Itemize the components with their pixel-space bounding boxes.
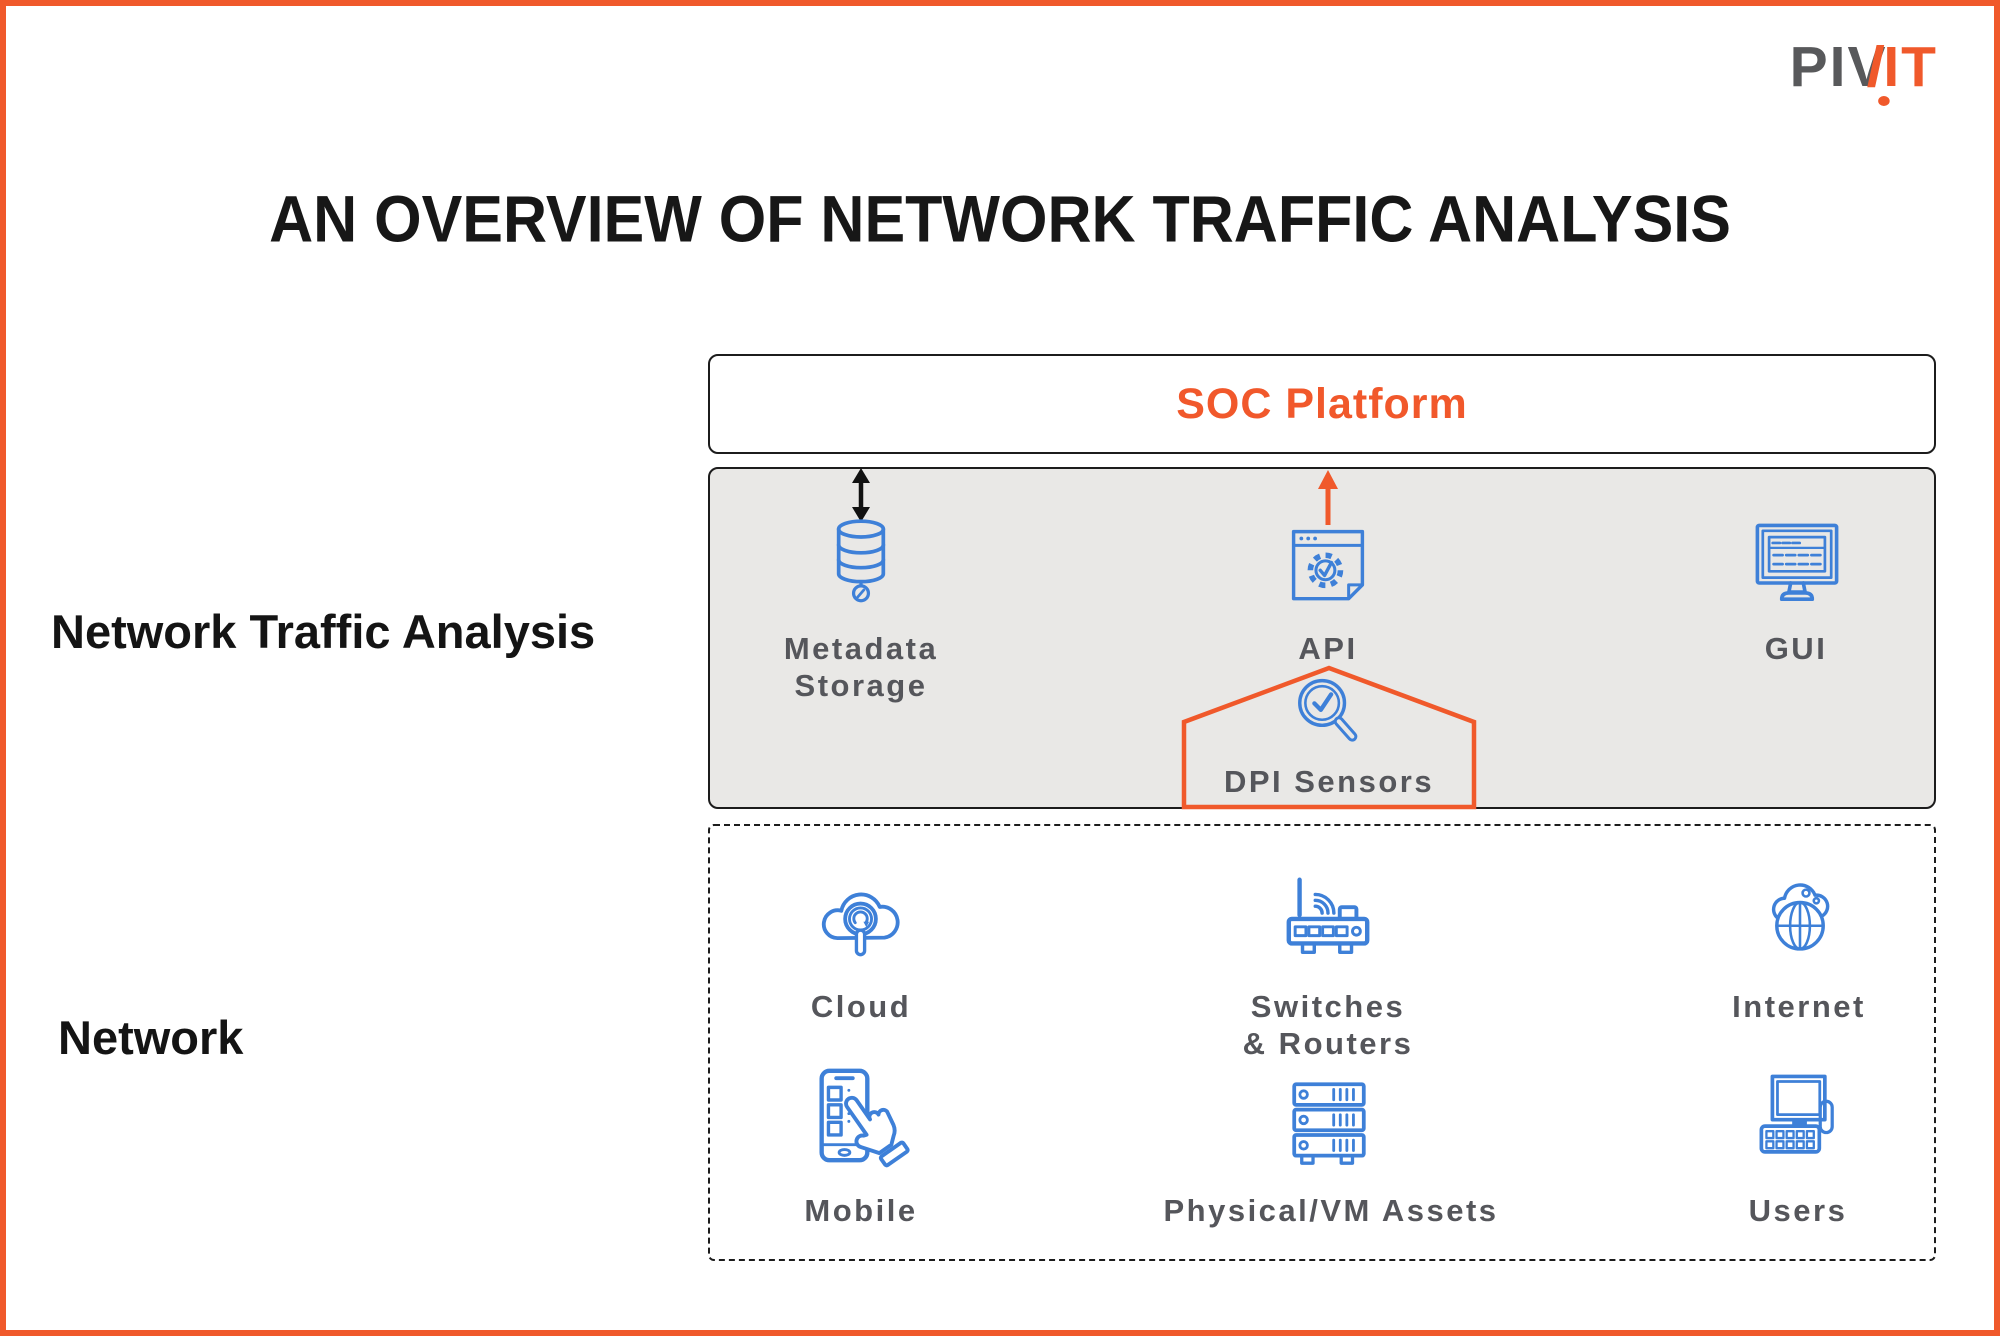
switches-routers-label: Switches & Routers (1242, 989, 1414, 1061)
api-label: API (1298, 631, 1358, 666)
globe-cloud-icon (1771, 883, 1830, 951)
users-label: Users (1748, 1193, 1848, 1228)
page-title: AN OVERVIEW OF NETWORK TRAFFIC ANALYSIS (269, 182, 1731, 256)
nta-panel (708, 467, 1936, 809)
nta-side-label: Network Traffic Analysis (51, 605, 596, 658)
soc-platform-label: SOC Platform (1176, 379, 1468, 428)
desktop-computer-icon (1759, 1074, 1834, 1154)
magnifier-check-icon (1298, 678, 1358, 742)
logo-slash-icon: / (1866, 34, 1890, 106)
logo-gray-text: PIV (1789, 35, 1888, 99)
up-arrow-icon (1318, 470, 1338, 525)
metadata-storage-label: Metadata Storage (783, 631, 939, 703)
pivit-logo: PIV/IT (1789, 34, 1938, 106)
network-side-label: Network (58, 1011, 244, 1064)
gui-label: GUI (1764, 631, 1828, 666)
api-window-gear-icon (1291, 529, 1365, 601)
internet-label: Internet (1732, 989, 1866, 1024)
mobile-touch-icon (819, 1068, 910, 1168)
soc-platform-box: SOC Platform (708, 354, 1936, 454)
server-stack-icon (1292, 1082, 1366, 1165)
logo-orange-text: IT (1883, 35, 1938, 99)
physical-vm-assets-label: Physical/VM Assets (1163, 1193, 1499, 1228)
bidirectional-arrow-icon (852, 468, 870, 522)
cloud-search-icon (821, 892, 900, 957)
cloud-label: Cloud (810, 989, 912, 1024)
wireless-router-icon (1286, 877, 1370, 954)
logo-dot-icon (1877, 96, 1890, 106)
mobile-label: Mobile (804, 1193, 918, 1228)
dpi-sensors-label: DPI Sensors (1223, 764, 1435, 799)
dpi-sensors-outline (1181, 665, 1477, 810)
monitor-window-icon (1755, 523, 1839, 601)
database-icon (836, 519, 886, 603)
